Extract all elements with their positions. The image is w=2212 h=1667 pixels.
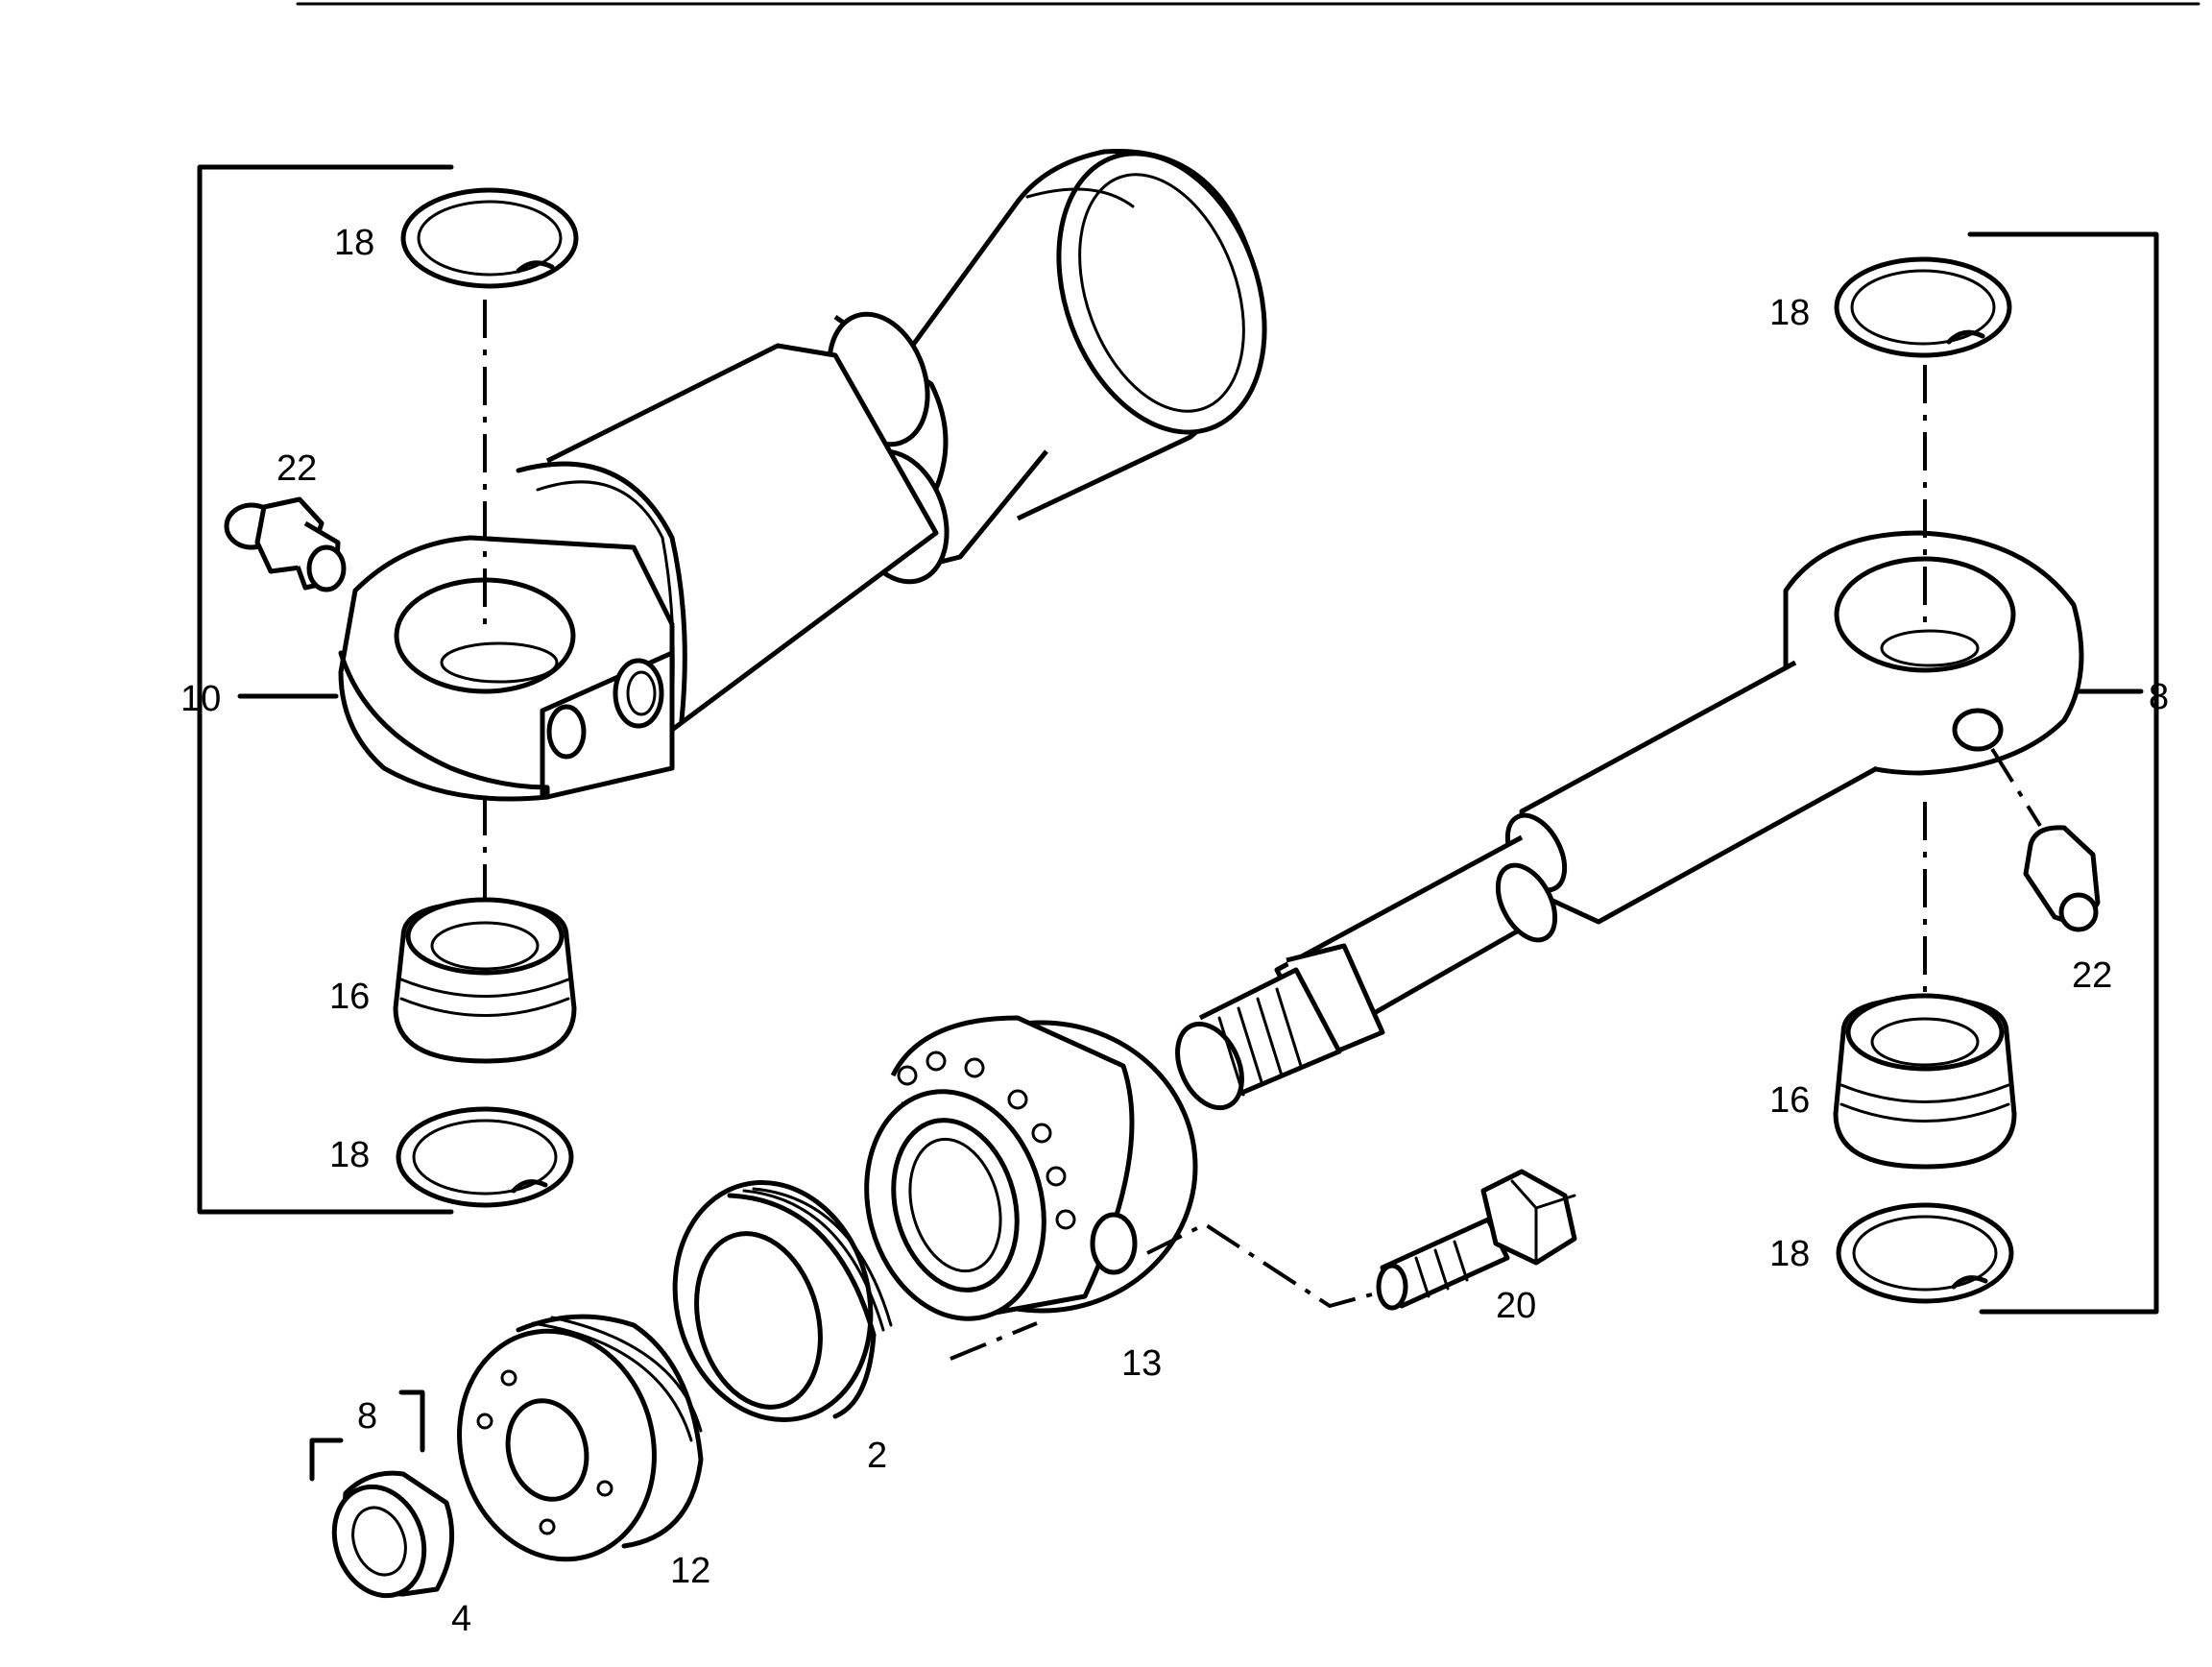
label-18-top-left: 18 [334, 223, 374, 263]
label-16-right: 16 [1769, 1080, 1810, 1121]
snap-ring-bottom-right [1836, 1202, 2014, 1304]
lock-nut [309, 1389, 455, 1599]
part-labels: 10 18 22 16 18 18 8 22 16 18 20 13 2 12 … [180, 223, 2169, 1639]
label-20: 20 [1496, 1286, 1536, 1326]
snap-ring-bottom-left [396, 1106, 574, 1208]
axis-right [1923, 365, 2042, 1008]
piston-rod [1175, 530, 2084, 1111]
label-4: 4 [451, 1599, 471, 1639]
label-22-left: 22 [276, 448, 317, 489]
label-12: 12 [670, 1551, 710, 1591]
bolt [1376, 1169, 1577, 1311]
cylinder-head [864, 1015, 1198, 1321]
label-13: 13 [1121, 1343, 1162, 1384]
bracket-right [1967, 231, 2159, 1315]
piston-ring [672, 1180, 893, 1422]
bracket-left [197, 164, 454, 1215]
label-18-bottom-right: 18 [1769, 1234, 1810, 1274]
label-8-small: 8 [357, 1396, 377, 1437]
cylinder-body [338, 148, 1267, 802]
label-2: 2 [867, 1436, 887, 1476]
head-holes [897, 1051, 1076, 1230]
axis-bolt [950, 1221, 1383, 1361]
bushing-left [393, 897, 577, 1064]
label-18-top-right: 18 [1769, 293, 1810, 333]
snap-ring-top-left [400, 187, 579, 289]
label-10: 10 [180, 679, 221, 719]
label-22-right: 22 [2072, 955, 2112, 996]
bushing-right [1833, 993, 2017, 1170]
label-8-right: 8 [2149, 677, 2169, 717]
snap-ring-top-right [1834, 256, 2012, 358]
piston [457, 1314, 704, 1562]
grease-nipple-right [2023, 825, 2101, 932]
label-16-left: 16 [329, 977, 370, 1017]
grease-nipple-left [224, 496, 347, 592]
label-18-bottom-left: 18 [329, 1135, 370, 1175]
